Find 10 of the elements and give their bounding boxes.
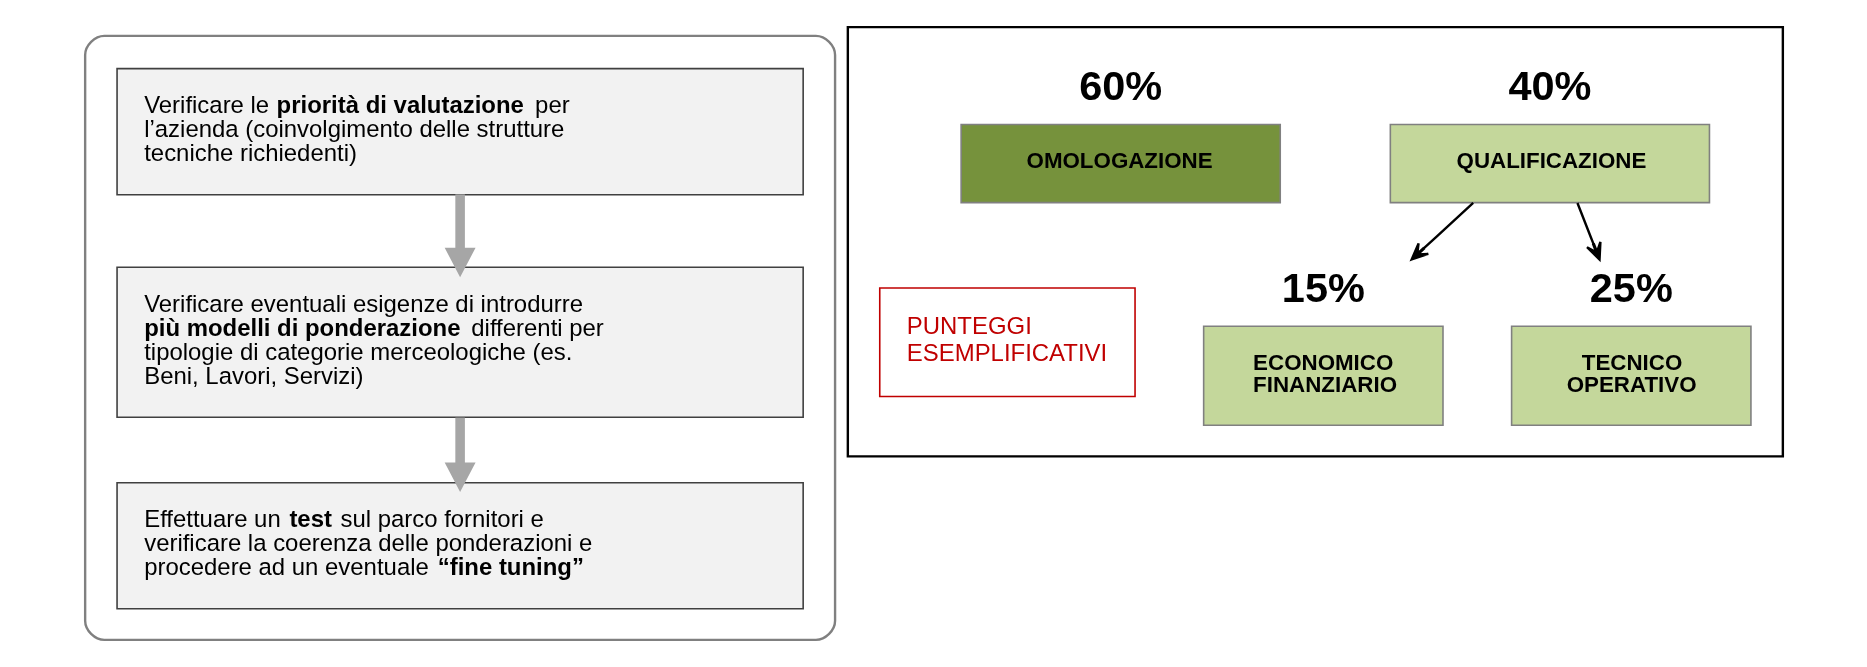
arrow: [444, 194, 476, 278]
cluster: [83, 34, 836, 642]
node-label: 40%: [1507, 62, 1591, 110]
arrow: [1409, 202, 1474, 261]
arrow: [444, 417, 476, 492]
node-label: 25%: [1589, 264, 1673, 312]
cluster: [846, 25, 1784, 458]
arrow: [1575, 202, 1602, 261]
node-label: 60%: [1078, 62, 1162, 110]
node-label: 15%: [1281, 264, 1365, 312]
